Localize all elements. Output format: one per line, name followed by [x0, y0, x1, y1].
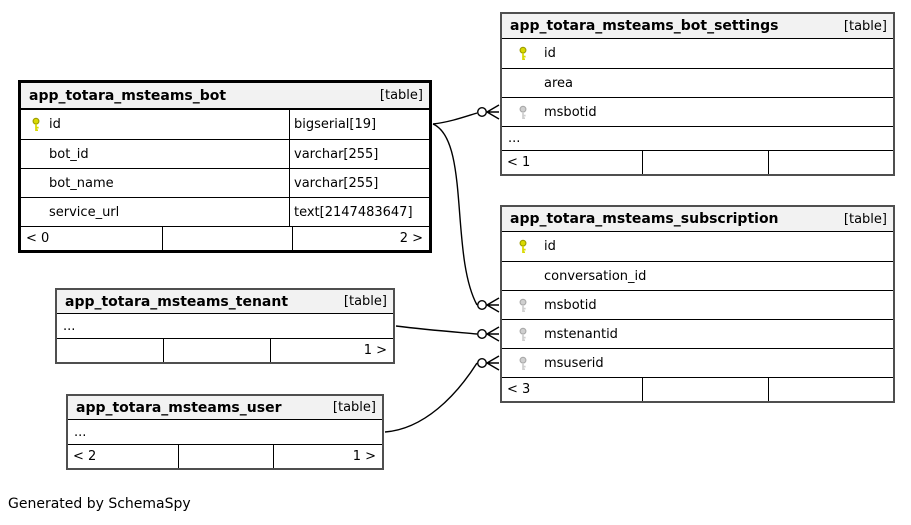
column-row-area: area [502, 68, 893, 97]
column-row-id: id [502, 232, 893, 261]
table-badge: [table] [843, 18, 887, 34]
footer-children-count: < 2 [73, 449, 97, 464]
foreign-key-icon [517, 298, 544, 313]
footer-children-count: < 1 [507, 155, 531, 170]
primary-key-icon [30, 117, 49, 132]
column-row-service-url: service_url text[2147483647] [21, 197, 429, 226]
table-title[interactable]: app_totara_msteams_subscription [510, 211, 779, 227]
column-type: bigserial[19] [289, 110, 429, 139]
footer-parents-count [768, 378, 893, 401]
footer-middle-cell [162, 227, 292, 250]
table-header[interactable]: app_totara_msteams_subscription [table] [502, 207, 893, 232]
table-badge: [table] [343, 294, 387, 309]
column-name: id [49, 117, 61, 132]
table-footer: < 2 1 > [68, 444, 382, 468]
column-name: msbotid [544, 104, 597, 120]
primary-key-icon [517, 239, 544, 254]
column-row-id: id [502, 39, 893, 68]
footer-children-count [57, 339, 163, 362]
column-row-conversation-id: conversation_id [502, 261, 893, 290]
column-row-mstenantid: mstenantid [502, 319, 893, 348]
column-row-bot-name: bot_name varchar[255] [21, 168, 429, 197]
column-name: area [544, 75, 573, 91]
table-header[interactable]: app_totara_msteams_tenant [table] [57, 290, 393, 314]
table-badge: [table] [843, 211, 887, 227]
foreign-key-icon [517, 105, 544, 120]
footer-middle-cell [642, 151, 768, 174]
column-row-msuserid: msuserid [502, 348, 893, 377]
table-app-totara-msteams-bot: app_totara_msteams_bot [table] id bigser… [18, 80, 432, 253]
table-title[interactable]: app_totara_msteams_tenant [65, 293, 289, 310]
column-name: id [544, 239, 556, 254]
ellipsis-label: ... [508, 131, 521, 146]
table-header[interactable]: app_totara_msteams_bot_settings [table] [502, 14, 893, 39]
column-name: conversation_id [544, 268, 647, 284]
footer-parents-count [768, 151, 893, 174]
ellipsis-label: ... [63, 318, 76, 334]
table-header[interactable]: app_totara_msteams_user [table] [68, 396, 382, 420]
footer-parents-count: 2 > [292, 227, 429, 250]
column-name: service_url [49, 204, 120, 220]
foreign-key-icon [517, 356, 544, 371]
columns-ellipsis-row: ... [57, 314, 393, 338]
table-app-totara-msteams-subscription: app_totara_msteams_subscription [table] … [500, 205, 895, 403]
footer-middle-cell [163, 339, 270, 362]
table-badge: [table] [379, 88, 423, 103]
table-footer: < 0 2 > [21, 226, 429, 250]
table-title[interactable]: app_totara_msteams_bot [29, 87, 227, 104]
footer-parents-count: 1 > [273, 445, 382, 468]
table-footer: 1 > [57, 338, 393, 362]
foreign-key-icon [517, 327, 544, 342]
relationship-user-to-subscription [384, 355, 500, 433]
column-row-msbotid: msbotid [502, 290, 893, 319]
column-name: bot_id [49, 146, 89, 162]
column-row-msbotid: msbotid [502, 97, 893, 126]
column-name: id [544, 46, 556, 61]
table-app-totara-msteams-bot-settings: app_totara_msteams_bot_settings [table] … [500, 12, 895, 176]
generator-note: Generated by SchemaSpy [8, 496, 191, 512]
column-name: mstenantid [544, 326, 618, 342]
columns-ellipsis-row: ... [502, 126, 893, 150]
column-name: bot_name [49, 175, 114, 191]
relationship-tenant-to-subscription [395, 325, 500, 342]
footer-middle-cell [178, 445, 273, 468]
column-type: text[2147483647] [289, 198, 429, 226]
column-name: msuserid [544, 355, 604, 371]
column-name: msbotid [544, 297, 597, 313]
table-header[interactable]: app_totara_msteams_bot [table] [21, 83, 429, 110]
footer-middle-cell [642, 378, 768, 401]
column-type: varchar[255] [289, 169, 429, 197]
table-title[interactable]: app_totara_msteams_user [76, 399, 282, 416]
column-row-id: id bigserial[19] [21, 110, 429, 139]
table-app-totara-msteams-tenant: app_totara_msteams_tenant [table] ... 1 … [55, 288, 395, 364]
relationship-bot-to-subscription [432, 123, 500, 313]
columns-ellipsis-row: ... [68, 420, 382, 444]
table-app-totara-msteams-user: app_totara_msteams_user [table] ... < 2 … [66, 394, 384, 470]
table-title[interactable]: app_totara_msteams_bot_settings [510, 18, 779, 34]
relationship-bot-to-bot-settings [432, 104, 500, 125]
table-badge: [table] [332, 400, 376, 415]
column-row-bot-id: bot_id varchar[255] [21, 139, 429, 168]
footer-children-count: < 0 [26, 231, 50, 246]
footer-children-count: < 3 [507, 382, 531, 397]
primary-key-icon [517, 46, 544, 61]
table-footer: < 3 [502, 377, 893, 401]
column-type: varchar[255] [289, 140, 429, 168]
footer-parents-count: 1 > [270, 339, 393, 362]
table-footer: < 1 [502, 150, 893, 174]
ellipsis-label: ... [74, 424, 87, 440]
